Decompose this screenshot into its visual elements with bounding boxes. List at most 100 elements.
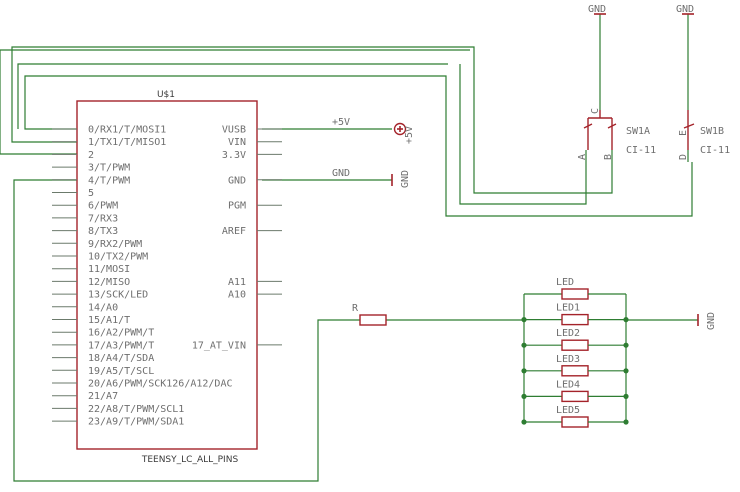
- switch-sw1a: GND C A B SW1A CI-11: [577, 4, 656, 162]
- chip-left-pin-label: 15/A1/T: [88, 315, 130, 326]
- wire-pin2-to-sw1b-d: [0, 49, 470, 155]
- wire-loop-inner: [17, 63, 448, 129]
- led-junction-right: [623, 342, 629, 348]
- led-label: LED: [556, 277, 574, 288]
- led-junction-right: [623, 393, 629, 399]
- led-junction-left: [521, 393, 527, 399]
- led-junction-left: [521, 342, 527, 348]
- led-junction-right: [623, 368, 629, 374]
- led-label: LED3: [556, 354, 580, 365]
- resistor-body: [359, 314, 387, 326]
- resistor-name: R: [352, 303, 359, 314]
- led-body: [561, 390, 589, 403]
- led-label: LED1: [556, 303, 580, 314]
- chip-right-pin-label: 3.3V: [222, 150, 246, 161]
- chip-value: TEENSY_LC_ALL_PINS: [141, 455, 239, 465]
- led-gnd-symbol-label: GND: [706, 312, 717, 330]
- sw1a-right-blade: [607, 123, 617, 129]
- chip-right-pin-label: VIN: [228, 137, 246, 148]
- led-label: LED4: [556, 379, 580, 390]
- chip-left-pin-label: 11/MOSI: [88, 264, 130, 275]
- led-row: LED5: [521, 405, 629, 428]
- led-body: [561, 339, 589, 351]
- sw1a-name: SW1A: [626, 126, 650, 137]
- sw1a-left-blade: [583, 123, 593, 129]
- chip-left-pin-label: 9/RX2/PWM: [88, 239, 142, 250]
- chip-gnd-supply: GND GND: [332, 168, 411, 188]
- chip-left-pin-label: 14/A0: [88, 302, 118, 313]
- chip-left-pin-label: 10/TX2/PWM: [88, 252, 148, 263]
- wire-pin0-to-sw1a-a: [24, 75, 693, 217]
- chip-left-pin-label: 2: [88, 150, 94, 161]
- chip-right-pin-label: AREF: [222, 226, 246, 237]
- led-row: LED4: [521, 379, 629, 403]
- chip-left-pin-label: 3/T/PWM: [88, 163, 130, 174]
- chip-right-pin-label: A10: [228, 290, 246, 301]
- plus5v-symbol-circle: [393, 122, 407, 136]
- chip-gnd-symbol-label: GND: [400, 170, 411, 188]
- chip-left-pin-label: 20/A6/PWM/SCK126/A12/DAC: [88, 379, 233, 390]
- chip-left-pin-label: 18/A4/T/SDA: [88, 353, 154, 364]
- wire-inner-right: [459, 64, 587, 205]
- led-junction-left: [521, 419, 527, 425]
- teensy-chip: U$1 TEENSY_LC_ALL_PINS 0/RX1/T/MOSI11/TX…: [52, 90, 282, 465]
- chip-right-pin-label: VUSB: [222, 125, 246, 136]
- led-gnd-supply: GND: [697, 312, 717, 330]
- led-junction-right: [623, 419, 629, 425]
- wire-group-switch-loops: [0, 14, 698, 482]
- chip-left-pin-label: 19/A5/T/SCL: [88, 366, 154, 377]
- sw1b-pin-e: E: [678, 130, 689, 136]
- chip-name: U$1: [157, 90, 175, 100]
- led-body: [561, 365, 589, 377]
- chip-right-pin-label: 17_AT_VIN: [192, 340, 246, 351]
- plus5v-net-label: +5V: [332, 117, 350, 128]
- chip-left-pin-label: 8/TX3: [88, 226, 118, 237]
- sw1a-pin-c: C: [590, 108, 601, 114]
- chip-gnd-net-label: GND: [332, 168, 350, 179]
- led-junction-right: [623, 317, 629, 323]
- sw1b-value: CI-11: [700, 145, 730, 156]
- sw1a-pin-a: A: [577, 154, 588, 160]
- chip-left-pin-label: 0/RX1/T/MOSI1: [88, 125, 166, 136]
- chip-left-pins: 0/RX1/T/MOSI11/TX1/T/MISO123/T/PWM4/T/PW…: [52, 125, 233, 428]
- wire-pin1-to-sw1a-b: [11, 46, 613, 194]
- led-row: LED2: [521, 328, 629, 351]
- chip-left-pin-label: 12/MISO: [88, 277, 130, 288]
- led-body: [561, 416, 589, 428]
- resistor-r: R: [352, 303, 387, 326]
- chip-left-pin-label: 6/PWM: [88, 201, 118, 212]
- chip-left-pin-label: 7/RX3: [88, 213, 118, 224]
- wire-pin4-to-resistor: [13, 179, 360, 482]
- chip-right-pin-label: GND: [228, 175, 246, 186]
- chip-left-pin-label: 5: [88, 188, 94, 199]
- led-body: [561, 313, 589, 326]
- chip-right-pin-label: A11: [228, 277, 246, 288]
- chip-left-pin-label: 1/TX1/T/MISO1: [88, 137, 166, 148]
- led-label: LED5: [556, 405, 580, 416]
- led-row: LED1: [521, 303, 629, 326]
- sw1a-gnd-label: GND: [588, 4, 606, 15]
- sw1b-gnd-label: GND: [676, 4, 694, 15]
- led-label: LED2: [556, 328, 580, 339]
- sw1b-blade: [683, 123, 695, 129]
- chip-left-pin-label: 22/A8/T/PWM/SCL1: [88, 404, 184, 415]
- sw1a-pin-b: B: [603, 154, 614, 160]
- sw1b-name: SW1B: [700, 126, 724, 137]
- led-junction-left: [521, 317, 527, 323]
- led-row: LED3: [521, 354, 629, 377]
- chip-right-pin-label: PGM: [228, 201, 246, 212]
- chip-left-pin-label: 17/A3/PWM/T: [88, 340, 154, 351]
- chip-left-pin-label: 13/SCK/LED: [88, 290, 148, 301]
- led-junction-left: [521, 368, 527, 374]
- chip-left-pin-label: 16/A2/PWM/T: [88, 328, 154, 339]
- sw1a-value: CI-11: [626, 145, 656, 156]
- plus5v-symbol-label: +5V: [404, 126, 415, 144]
- plus5v-supply: +5V +5V: [332, 117, 415, 144]
- sw1b-pin-d: D: [678, 154, 689, 160]
- chip-body: [76, 100, 258, 450]
- chip-left-pin-label: 21/A7: [88, 391, 118, 402]
